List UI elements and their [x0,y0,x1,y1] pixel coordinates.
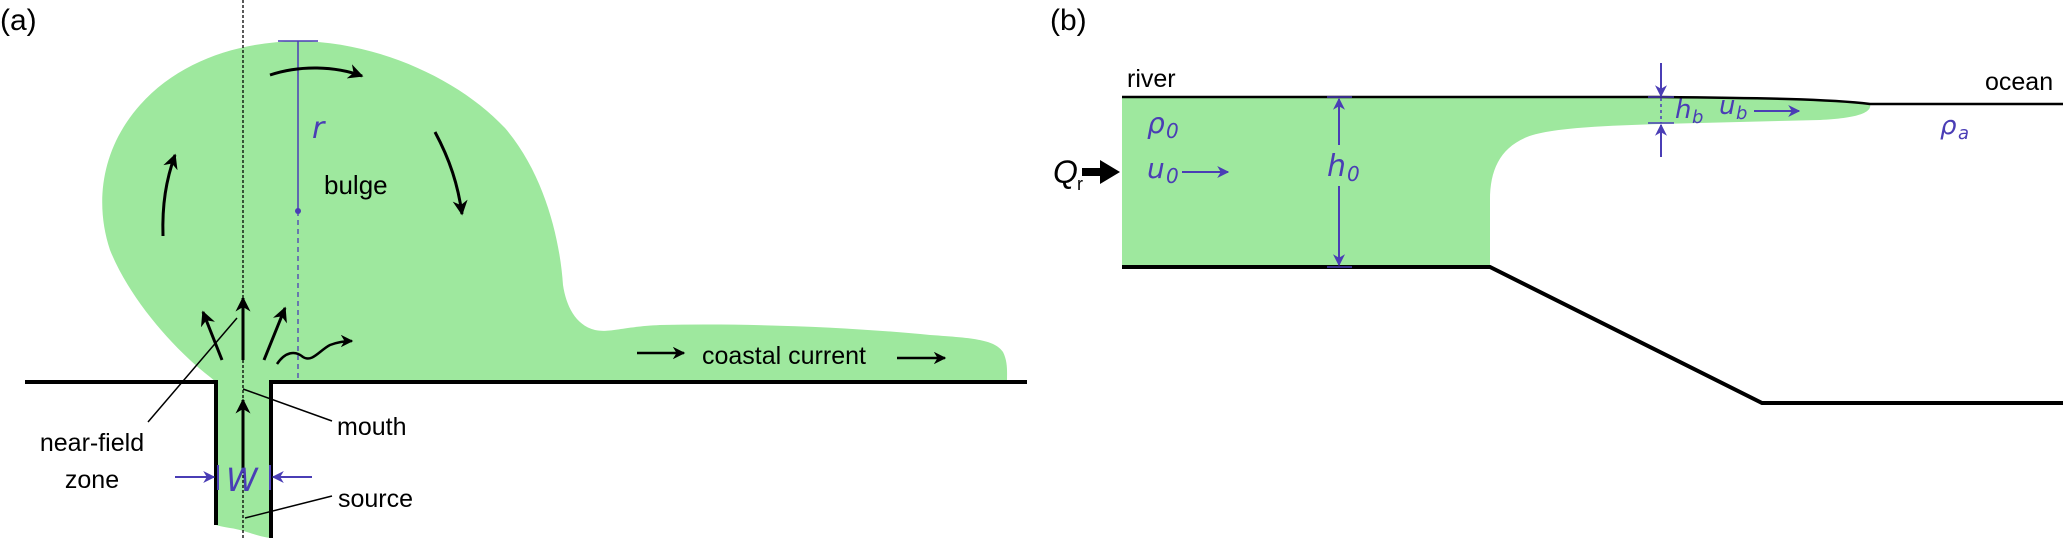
bulge-flow-arrow-left [161,153,178,237]
coastline [25,380,1027,538]
river-velocity-symbol: u [1147,152,1165,185]
bulge-plume-shape [102,41,1008,382]
panel-b: (b) river ocean Q r ρ 0 u 0 h 0 [1050,4,2063,405]
panel-b-label: (b) [1050,4,1087,37]
river-and-plume-water [1122,97,1871,267]
discharge-subscript: r [1077,174,1083,194]
bulge-label: bulge [324,170,388,200]
panel-a-label: (a) [0,4,37,37]
river-depth-subscript: 0 [1347,162,1360,186]
plume-depth-symbol: h [1675,95,1691,125]
river-bed-and-shelf [1122,265,2063,405]
river-label: river [1127,65,1176,93]
plume-velocity-subscript: b [1736,103,1747,124]
plume-depth-subscript: b [1692,107,1703,128]
ocean-label: ocean [1985,68,2053,96]
river-depth-symbol: h [1327,149,1346,184]
water-surface-line [1122,95,2063,106]
turbulent-flow-arrow [275,334,354,365]
discharge-symbol: Q [1053,154,1078,190]
radius-symbol: r [312,111,326,146]
discharge-indicator: Q r [1053,154,1120,194]
river-density-symbol: ρ [1147,107,1165,140]
river-density-subscript: 0 [1166,119,1179,143]
ambient-density-symbol: ρ [1940,111,1957,141]
bulge-flow-arrow-top [269,64,364,79]
discharge-arrow [1082,160,1120,184]
coastal-current-label: coastal current [702,342,866,370]
source-label: source [338,485,413,513]
ambient-density-subscript: a [1958,123,1969,144]
mouth-label: mouth [337,413,406,441]
near-field-leader [147,317,238,423]
near-field-arrow-right [262,306,287,361]
mouth-leader [242,388,333,422]
near-field-label-line2: zone [65,466,119,494]
source-leader [244,495,333,519]
width-symbol: W [226,461,259,499]
river-velocity-subscript: 0 [1166,164,1179,188]
panel-a: (a) r bulge coastal current n [0,0,1027,538]
bulge-flow-arrow-right [433,131,468,216]
near-field-label-line1: near-field [40,429,144,457]
near-field-arrow-left [200,310,224,361]
plume-velocity-symbol: u [1719,91,1735,121]
